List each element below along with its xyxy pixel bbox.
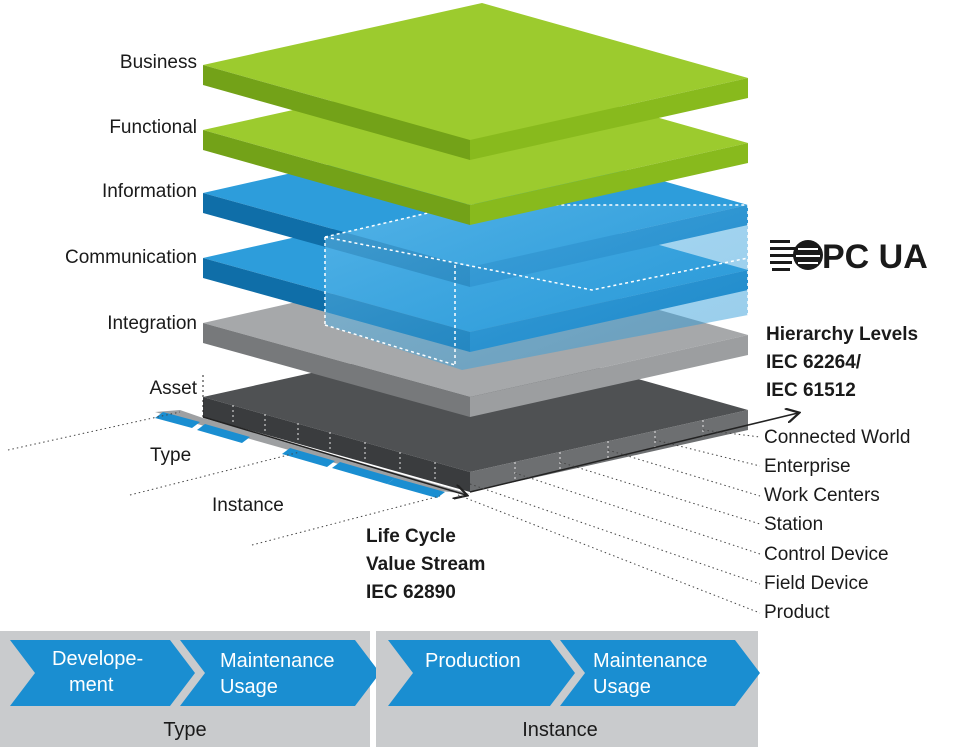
hierarchy-level: Enterprise: [764, 456, 851, 477]
lifecycle-title-1: Life Cycle: [366, 526, 456, 547]
lifecycle-leaders: [7, 411, 441, 546]
step-maintenance-instance-line1: Maintenance: [593, 650, 708, 672]
lifecycle-title-3: IEC 62890: [366, 582, 456, 603]
hierarchy-leaders: [457, 429, 761, 614]
hierarchy-level: Station: [764, 514, 823, 535]
hierarchy-level: Work Centers: [764, 485, 880, 506]
layer-label-integration: Integration: [107, 313, 197, 334]
opcua-logo-mark: [770, 240, 823, 271]
bottom-type-label: Type: [163, 719, 206, 741]
opcua-logo-text: PC UA: [822, 238, 928, 276]
layer-label-information: Information: [102, 181, 197, 202]
chevron-maintenance-usage-instance: [560, 640, 760, 706]
chevron-maintenance-usage-type: [180, 640, 380, 706]
hierarchy-title-1: Hierarchy Levels: [766, 324, 918, 345]
lifecycle-axis: [202, 416, 466, 495]
layer-label-communication: Communication: [65, 247, 197, 268]
step-maintenance-type-line1: Maintenance: [220, 650, 335, 672]
bottom-instance-label: Instance: [522, 719, 598, 741]
hierarchy-title-2: IEC 62264/: [766, 352, 862, 373]
step-maintenance-instance-line2: Usage: [593, 676, 651, 698]
layer-label-asset: Asset: [149, 378, 197, 399]
layer-label-business: Business: [120, 52, 197, 73]
business-layer: [203, 3, 748, 160]
step-maintenance-type-line2: Usage: [220, 676, 278, 698]
instance-process-bar: Production Maintenance Usage Instance: [376, 631, 760, 747]
lifecycle-type-label: Type: [150, 445, 191, 466]
opcua-highlight-box: [324, 204, 749, 370]
hierarchy-level: Control Device: [764, 544, 889, 565]
lifecycle-instance-label: Instance: [212, 495, 284, 516]
lifecycle-title-2: Value Stream: [366, 554, 485, 575]
opcua-logo: PC UA: [770, 238, 928, 276]
type-process-bar: Develope- ment Maintenance Usage Type: [0, 631, 380, 747]
step-production: Production: [425, 650, 521, 672]
hierarchy-title-3: IEC 61512: [766, 380, 856, 401]
hierarchy-level: Connected World: [764, 427, 910, 448]
hierarchy-level: Field Device: [764, 573, 869, 594]
hierarchy-axis: [469, 413, 798, 493]
step-development-line2: ment: [69, 674, 114, 696]
chevron-development: [10, 640, 195, 706]
hierarchy-level: Product: [764, 602, 830, 623]
step-development-line1: Develope-: [52, 648, 143, 670]
layer-label-functional: Functional: [109, 117, 197, 138]
chevron-production: [388, 640, 575, 706]
